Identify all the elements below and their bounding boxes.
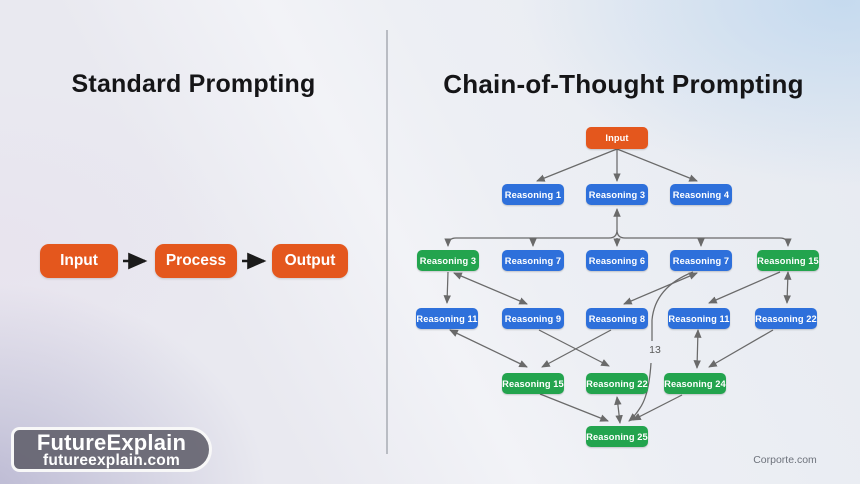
flow-box-process: Process <box>155 244 237 278</box>
node-input: Input <box>586 127 648 149</box>
node-reasoning-15: Reasoning 15 <box>757 250 819 271</box>
panel-divider <box>386 30 388 454</box>
node-reasoning-7: Reasoning 7 <box>502 250 564 271</box>
node-reasoning-1: Reasoning 1 <box>502 184 564 205</box>
node-reasoning-22: Reasoning 22 <box>755 308 817 329</box>
node-reasoning-25: Reasoning 25 <box>586 426 648 447</box>
flow-box-output: Output <box>272 244 348 278</box>
left-panel-title: Standard Prompting <box>71 70 316 98</box>
watermark-badge: FutureExplain futureexplain.com <box>11 427 212 472</box>
node-13-label: 13 <box>649 344 661 356</box>
node-reasoning-15b: Reasoning 15 <box>502 373 564 394</box>
node-reasoning-8: Reasoning 8 <box>586 308 648 329</box>
brand-name: FutureExplain <box>36 429 187 455</box>
credit-text: Corporte.com <box>753 454 817 466</box>
brand-site: futureexplain.com <box>43 451 180 469</box>
node-reasoning-3b: Reasoning 3 <box>417 250 479 271</box>
node-reasoning-3: Reasoning 3 <box>586 184 648 205</box>
right-panel-title: Chain-of-Thought Prompting <box>443 69 804 99</box>
node-reasoning-22b: Reasoning 22 <box>586 373 648 394</box>
node-reasoning-7b: Reasoning 7 <box>670 250 732 271</box>
node-reasoning-24: Reasoning 24 <box>664 373 726 394</box>
node-reasoning-11: Reasoning 11 <box>416 308 478 329</box>
node-reasoning-4: Reasoning 4 <box>670 184 732 205</box>
node-reasoning-6: Reasoning 6 <box>586 250 648 271</box>
flow-box-input: Input <box>40 244 118 278</box>
node-reasoning-11b: Reasoning 11 <box>668 308 730 329</box>
node-reasoning-9: Reasoning 9 <box>502 308 564 329</box>
